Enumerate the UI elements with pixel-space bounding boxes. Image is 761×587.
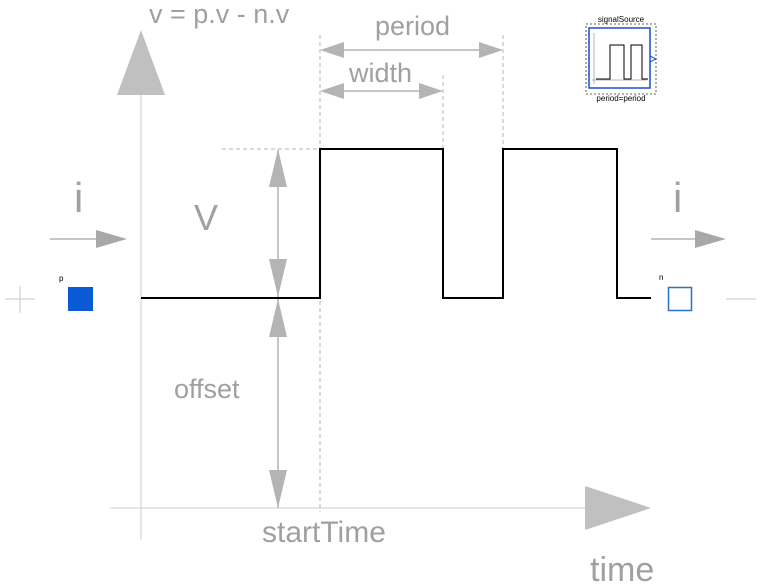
width-arrow-right — [419, 83, 443, 99]
width-label: width — [348, 58, 412, 88]
current-right-label: i — [673, 174, 682, 221]
time-axis-label: time — [590, 551, 654, 587]
signal-source-icon[interactable]: signalSource period=period — [585, 15, 658, 103]
voltage-equation-label: v = p.v - n.v — [149, 0, 290, 29]
pin-p-group[interactable]: p — [59, 274, 93, 311]
annotation-labels: v = p.v - n.v period width i i V offset … — [74, 0, 682, 587]
pulse-signal — [141, 148, 651, 299]
start-time-label: startTime — [262, 516, 386, 549]
guide-lines — [222, 35, 504, 512]
pin-n-connector[interactable] — [667, 286, 693, 312]
current-left-label: i — [74, 174, 83, 221]
period-arrow-right — [479, 42, 503, 58]
offset-arrow-down — [269, 470, 287, 508]
pin-n-group[interactable]: n — [659, 273, 693, 312]
vertical-axis-arrow — [117, 30, 165, 95]
horizontal-axis-arrow — [585, 486, 651, 530]
pin-p-label: p — [59, 274, 64, 283]
axes — [110, 30, 651, 540]
signal-source-output-arrow — [649, 55, 658, 63]
amplitude-label: V — [194, 197, 218, 238]
terminal-marks — [5, 286, 756, 313]
pin-p-connector[interactable] — [68, 287, 93, 311]
current-left-arrow-head — [96, 230, 127, 248]
signal-source-parameter: period=period — [596, 94, 645, 103]
amplitude-arrow-up — [269, 149, 287, 187]
dimension-arrows — [50, 42, 726, 508]
current-right-arrow-head — [695, 230, 726, 248]
offset-label: offset — [174, 374, 240, 404]
period-label: period — [375, 11, 450, 41]
width-arrow-left — [320, 83, 344, 99]
offset-arrow-up — [269, 299, 287, 337]
signal-source-waveform — [596, 44, 648, 80]
amplitude-arrow-down — [269, 259, 287, 297]
signal-source-name: signalSource — [598, 15, 645, 24]
pin-n-label: n — [659, 273, 663, 282]
period-arrow-left — [320, 42, 344, 58]
